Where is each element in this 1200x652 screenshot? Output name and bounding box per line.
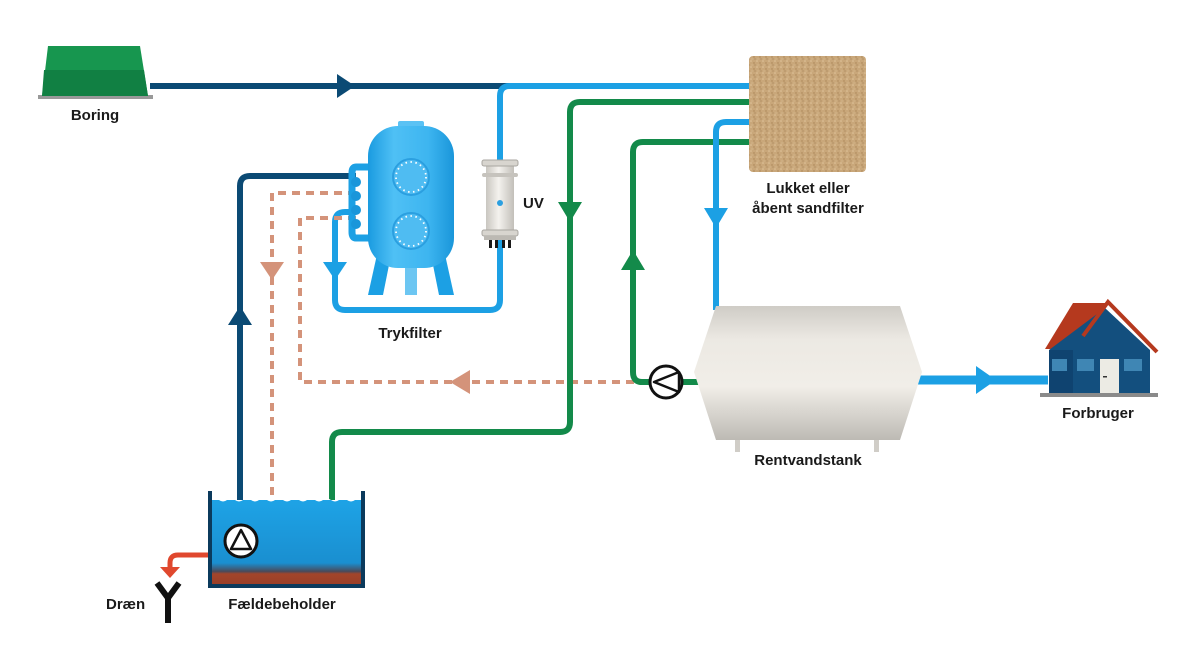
flow-arrow-icon [337,74,355,98]
backwash-to-faeldebeholder-pipe [329,99,750,515]
rentvandstank-clean-water-tank-icon[interactable] [694,306,922,452]
sandfilter-to-tank-pipe [713,119,750,310]
backwash-pump-icon[interactable] [648,364,684,400]
sandfilter-label-line2: åbent sandfilter [752,200,864,217]
flow-arrow-icon [228,306,252,325]
drain-pipe [167,552,210,568]
flow-arrow-icon [323,262,347,280]
flow-arrow-icon [160,567,180,578]
flow-arrow-icon [704,208,728,228]
sand-filter-icon[interactable] [749,56,866,172]
flow-arrow-icon [621,250,645,270]
drain-icon[interactable] [154,581,182,623]
feed-pipe [237,173,356,520]
supply-pipe [918,366,1048,394]
trykfilter-label: Trykfilter [378,325,442,342]
faeldebeholder-sedimentation-tank-icon[interactable] [208,491,365,588]
uv-label: UV [523,195,544,212]
sandfilter-label-line1: Lukket eller [766,180,850,197]
faeldebeholder-label: Fældebeholder [228,596,336,613]
flow-arrow-icon [558,202,582,222]
forbruger-house-icon[interactable] [1040,298,1159,397]
flow-arrow-icon [976,366,996,394]
trykfilter-pressure-filter-icon[interactable] [348,121,454,295]
flow-arrow-icon [450,370,470,394]
flow-arrow-icon [260,262,284,280]
uv-lamp-icon[interactable] [481,159,519,248]
draen-label: Dræn [106,596,145,613]
boring-well-cover-icon[interactable] [38,46,153,99]
forbruger-label: Forbruger [1062,405,1134,422]
sludge-return-pipe [270,191,640,520]
rentvandstank-label: Rentvandstank [754,452,862,469]
boring-label: Boring [71,107,119,124]
